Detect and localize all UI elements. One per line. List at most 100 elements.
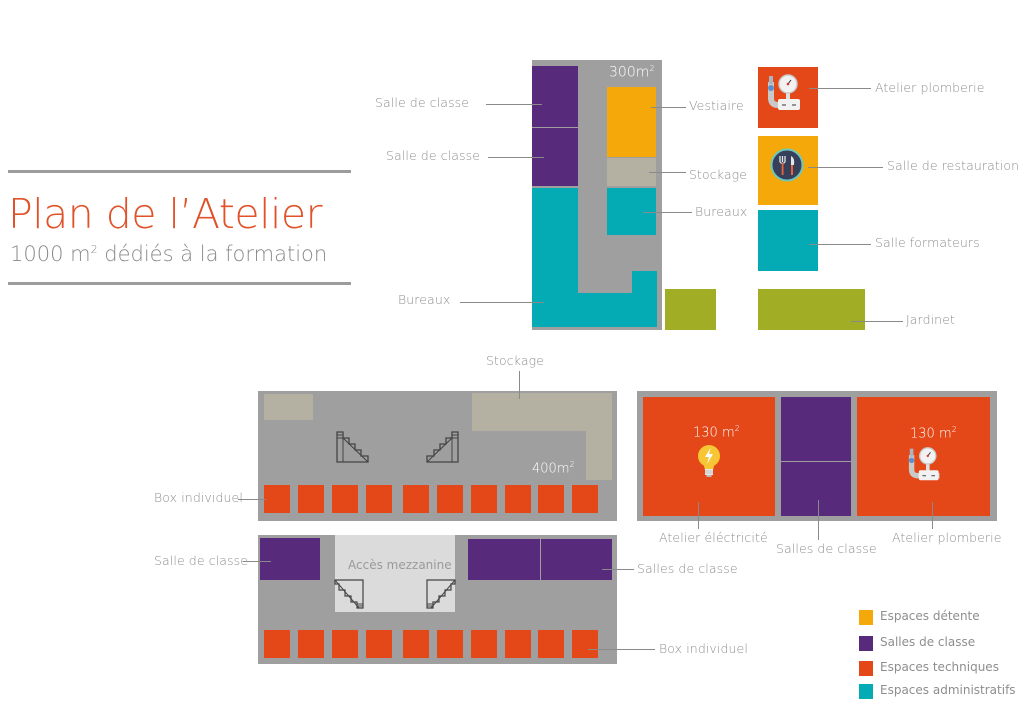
leader-box-individuel-mid — [238, 499, 266, 500]
leader-atelier-plomberie — [932, 502, 933, 529]
label-salle-restauration: Salle de restauration — [887, 158, 1020, 173]
box-individuel — [332, 630, 358, 658]
box-individuel — [403, 485, 429, 513]
label-jardinet: Jardinet — [906, 312, 955, 327]
cutlery-icon — [770, 148, 804, 182]
label-salle-classe-2: Salle de classe — [386, 148, 481, 163]
staircase-down-icon — [336, 431, 369, 463]
label-atelier-plomberie-annex: Atelier plomberie — [875, 80, 985, 95]
box-individuel — [538, 485, 564, 513]
room-jardinet — [758, 289, 865, 330]
box-individuel — [264, 630, 290, 658]
box-individuel — [298, 485, 324, 513]
room-stockage-top — [607, 158, 656, 186]
area-130-plomberie: 130 m2 — [910, 425, 957, 442]
plumbing-icon-large — [908, 447, 940, 481]
box-individuel — [538, 630, 564, 658]
room-salle-classe-bottom-left — [260, 538, 320, 580]
legend-swatch-classe — [859, 636, 873, 651]
room-salle-classe-right-2 — [781, 462, 851, 516]
label-atelier-electricite: Atelier éléctricité — [659, 530, 768, 545]
room-stockage-mid-vertical — [586, 430, 612, 480]
label-acces-mezzanine: Accès mezzanine — [348, 558, 452, 572]
leader-salle-classe-1 — [486, 104, 542, 105]
label-vestiaire: Vestiaire — [689, 98, 744, 113]
title-bottom-rule — [8, 282, 351, 285]
legend-label: Espaces techniques — [880, 660, 999, 674]
room-vestiaire — [607, 87, 656, 157]
plumbing-icon — [768, 74, 800, 110]
box-individuel — [298, 630, 324, 658]
room-acces-mezzanine — [335, 535, 455, 612]
leader-jardinet — [851, 321, 903, 322]
box-individuel — [572, 630, 598, 658]
room-salle-classe-1 — [532, 66, 578, 127]
legend-swatch-administratifs — [859, 684, 873, 699]
staircase-mezzanine-right-icon — [426, 579, 456, 609]
legend-swatch-techniques — [859, 661, 873, 676]
box-individuel — [437, 630, 463, 658]
leader-salle-restauration — [808, 167, 883, 168]
box-individuel — [366, 630, 392, 658]
legend-label: Espaces administratifs — [880, 683, 1016, 697]
box-individuel — [403, 630, 429, 658]
box-individuel — [437, 485, 463, 513]
room-salle-classe-bottom-right-1 — [468, 539, 540, 580]
leader-atelier-plomberie-annex — [809, 88, 871, 89]
legend-label: Espaces détente — [880, 609, 980, 623]
box-individuel — [572, 485, 598, 513]
label-salle-formateurs: Salle formateurs — [875, 235, 980, 250]
legend-label: Salles de classe — [880, 635, 976, 649]
leader-salle-classe-2 — [488, 157, 544, 158]
leader-salle-classe-bottom — [243, 561, 271, 562]
leader-atelier-electricite — [698, 502, 699, 529]
title-top-rule — [8, 170, 351, 173]
staircase-mezzanine-left-icon — [334, 579, 364, 609]
label-stockage-mid: Stockage — [486, 353, 545, 368]
leader-stockage-mid — [519, 371, 520, 399]
room-jardinet-small — [665, 289, 716, 330]
room-salle-formateurs — [758, 210, 818, 271]
box-individuel — [505, 630, 531, 658]
room-bureaux-right — [607, 188, 656, 235]
label-salles-classe-bottom: Salles de classe — [637, 561, 738, 576]
box-individuel — [332, 485, 358, 513]
leader-bureaux-left — [460, 302, 544, 303]
box-individuel — [505, 485, 531, 513]
label-box-individuel-bottom: Box individuel — [659, 641, 748, 656]
box-individuel — [366, 485, 392, 513]
label-stockage-top: Stockage — [689, 167, 748, 182]
label-box-individuel-mid: Box individuel — [154, 490, 243, 505]
room-stockage-mid-horizontal — [472, 393, 612, 431]
room-salle-classe-bottom-right-2 — [541, 539, 612, 580]
leader-stockage-top — [649, 172, 686, 173]
legend-swatch-detente — [859, 610, 873, 625]
label-bureaux-left: Bureaux — [398, 292, 451, 307]
leader-bureaux-right — [643, 212, 692, 213]
leader-salles-classe-bottom — [602, 569, 634, 570]
area-130-electricite: 130 m2 — [693, 424, 740, 441]
leader-salle-formateurs — [809, 244, 871, 245]
page-subtitle: 1000 m2 dédiés à la formation — [10, 242, 327, 266]
room-salle-classe-right-1 — [781, 397, 851, 461]
leader-box-individuel-bottom — [588, 649, 655, 650]
page-title: Plan de l’Atelier — [8, 190, 322, 238]
label-salle-classe-bottom: Salle de classe — [154, 553, 249, 568]
room-bureaux-left-tab — [632, 271, 657, 295]
label-bureaux-right: Bureaux — [695, 204, 748, 219]
room-bureaux-left-bottom — [532, 293, 657, 327]
room-stockage-mid-small — [264, 394, 313, 420]
label-salles-classe-right: Salles de classe — [776, 541, 877, 556]
area-400: 400m2 — [532, 460, 575, 477]
lightbulb-icon — [698, 445, 720, 477]
leader-salles-classe-right — [818, 500, 819, 540]
box-individuel — [471, 630, 497, 658]
box-individuel — [264, 485, 290, 513]
staircase-up-icon — [426, 431, 459, 463]
label-salle-classe-1: Salle de classe — [375, 95, 470, 110]
subtitle-sup: 2 — [90, 243, 98, 256]
subtitle-area: 1000 m — [10, 242, 91, 266]
area-300: 300m2 — [609, 64, 655, 81]
box-individuel — [471, 485, 497, 513]
subtitle-text: dédiés à la formation — [97, 242, 328, 266]
